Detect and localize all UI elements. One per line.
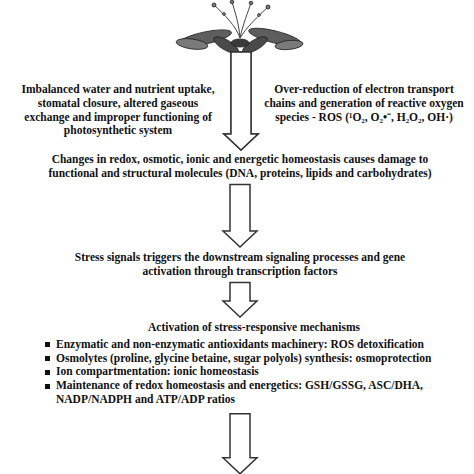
bullet-item: Osmolytes (proline, glycine betaine, sug… [42, 352, 466, 366]
block-text: Imbalanced water and nutrient uptake, st… [18, 83, 218, 138]
bullet-item: Ion compartmentation: ionic homeostasis [42, 365, 466, 379]
plant-illustration [175, 0, 303, 56]
text-block: Imbalanced water and nutrient uptake, st… [16, 82, 220, 139]
continuation-arrow [223, 414, 257, 474]
text-block: Changes in redox, osmotic, ionic and ene… [46, 152, 434, 182]
text-block: Over-reduction of electron transport cha… [262, 82, 466, 125]
bullet-item: Maintenance of redox homeostasis and ene… [42, 379, 466, 407]
block-text: Over-reduction of electron transport cha… [264, 83, 464, 124]
flow-arrow [223, 185, 257, 247]
flow-arrow [224, 52, 258, 150]
block-text: Changes in redox, osmotic, ionic and ene… [48, 153, 432, 181]
flow-arrow [224, 52, 258, 150]
connector-layer [223, 52, 258, 317]
block-text: Activation of stress-responsive mechanis… [42, 321, 466, 335]
text-block: Activation of stress-responsive mechanis… [40, 320, 468, 408]
block-text: Stress signals triggers the downstream s… [58, 251, 422, 279]
flow-arrow [223, 283, 257, 317]
text-block: Stress signals triggers the downstream s… [56, 250, 424, 280]
bullet-item: Enzymatic and non-enzymatic antioxidants… [42, 338, 466, 352]
